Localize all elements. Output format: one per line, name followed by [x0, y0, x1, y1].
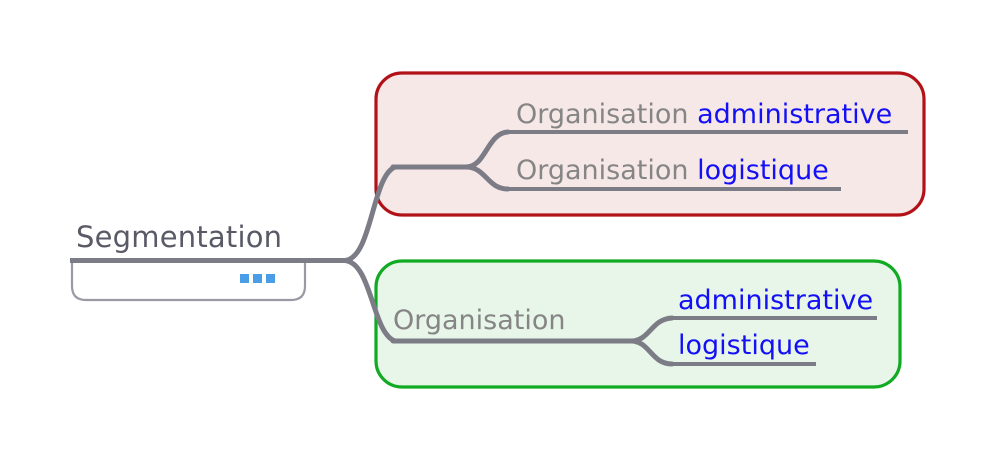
green-subfork-lower [628, 338, 675, 367]
green-leaf-1[interactable]: administrative [678, 287, 873, 314]
green-leaf-1-keyword: administrative [678, 285, 874, 316]
branch-box-green[interactable] [374, 259, 902, 389]
pink-leaf-2[interactable]: Organisation logistique [516, 157, 829, 184]
pink-leaf-1[interactable]: Organisation administrative [516, 101, 892, 128]
pink-leaf-1-prefix: Organisation [516, 99, 689, 130]
fork-to-pink [342, 164, 398, 263]
dot-3 [266, 274, 275, 283]
green-leaf-2[interactable]: logistique [678, 332, 810, 359]
dot-2 [253, 274, 262, 283]
more-options-dots[interactable] [240, 274, 275, 286]
fork-to-green [342, 258, 398, 344]
green-leaf-2-keyword: logistique [678, 330, 810, 361]
branch-box-pink[interactable] [374, 71, 926, 217]
dot-1 [240, 274, 249, 283]
green-branch-parent-label[interactable]: Organisation [393, 305, 566, 336]
pink-leaf-1-keyword: administrative [697, 99, 893, 130]
pink-subfork-lower [463, 164, 511, 192]
root-node-label[interactable]: Segmentation [76, 220, 283, 254]
root-node-box[interactable] [70, 259, 307, 302]
pink-leaf-2-keyword: logistique [697, 155, 829, 186]
pink-leaf-2-prefix: Organisation [516, 155, 689, 186]
